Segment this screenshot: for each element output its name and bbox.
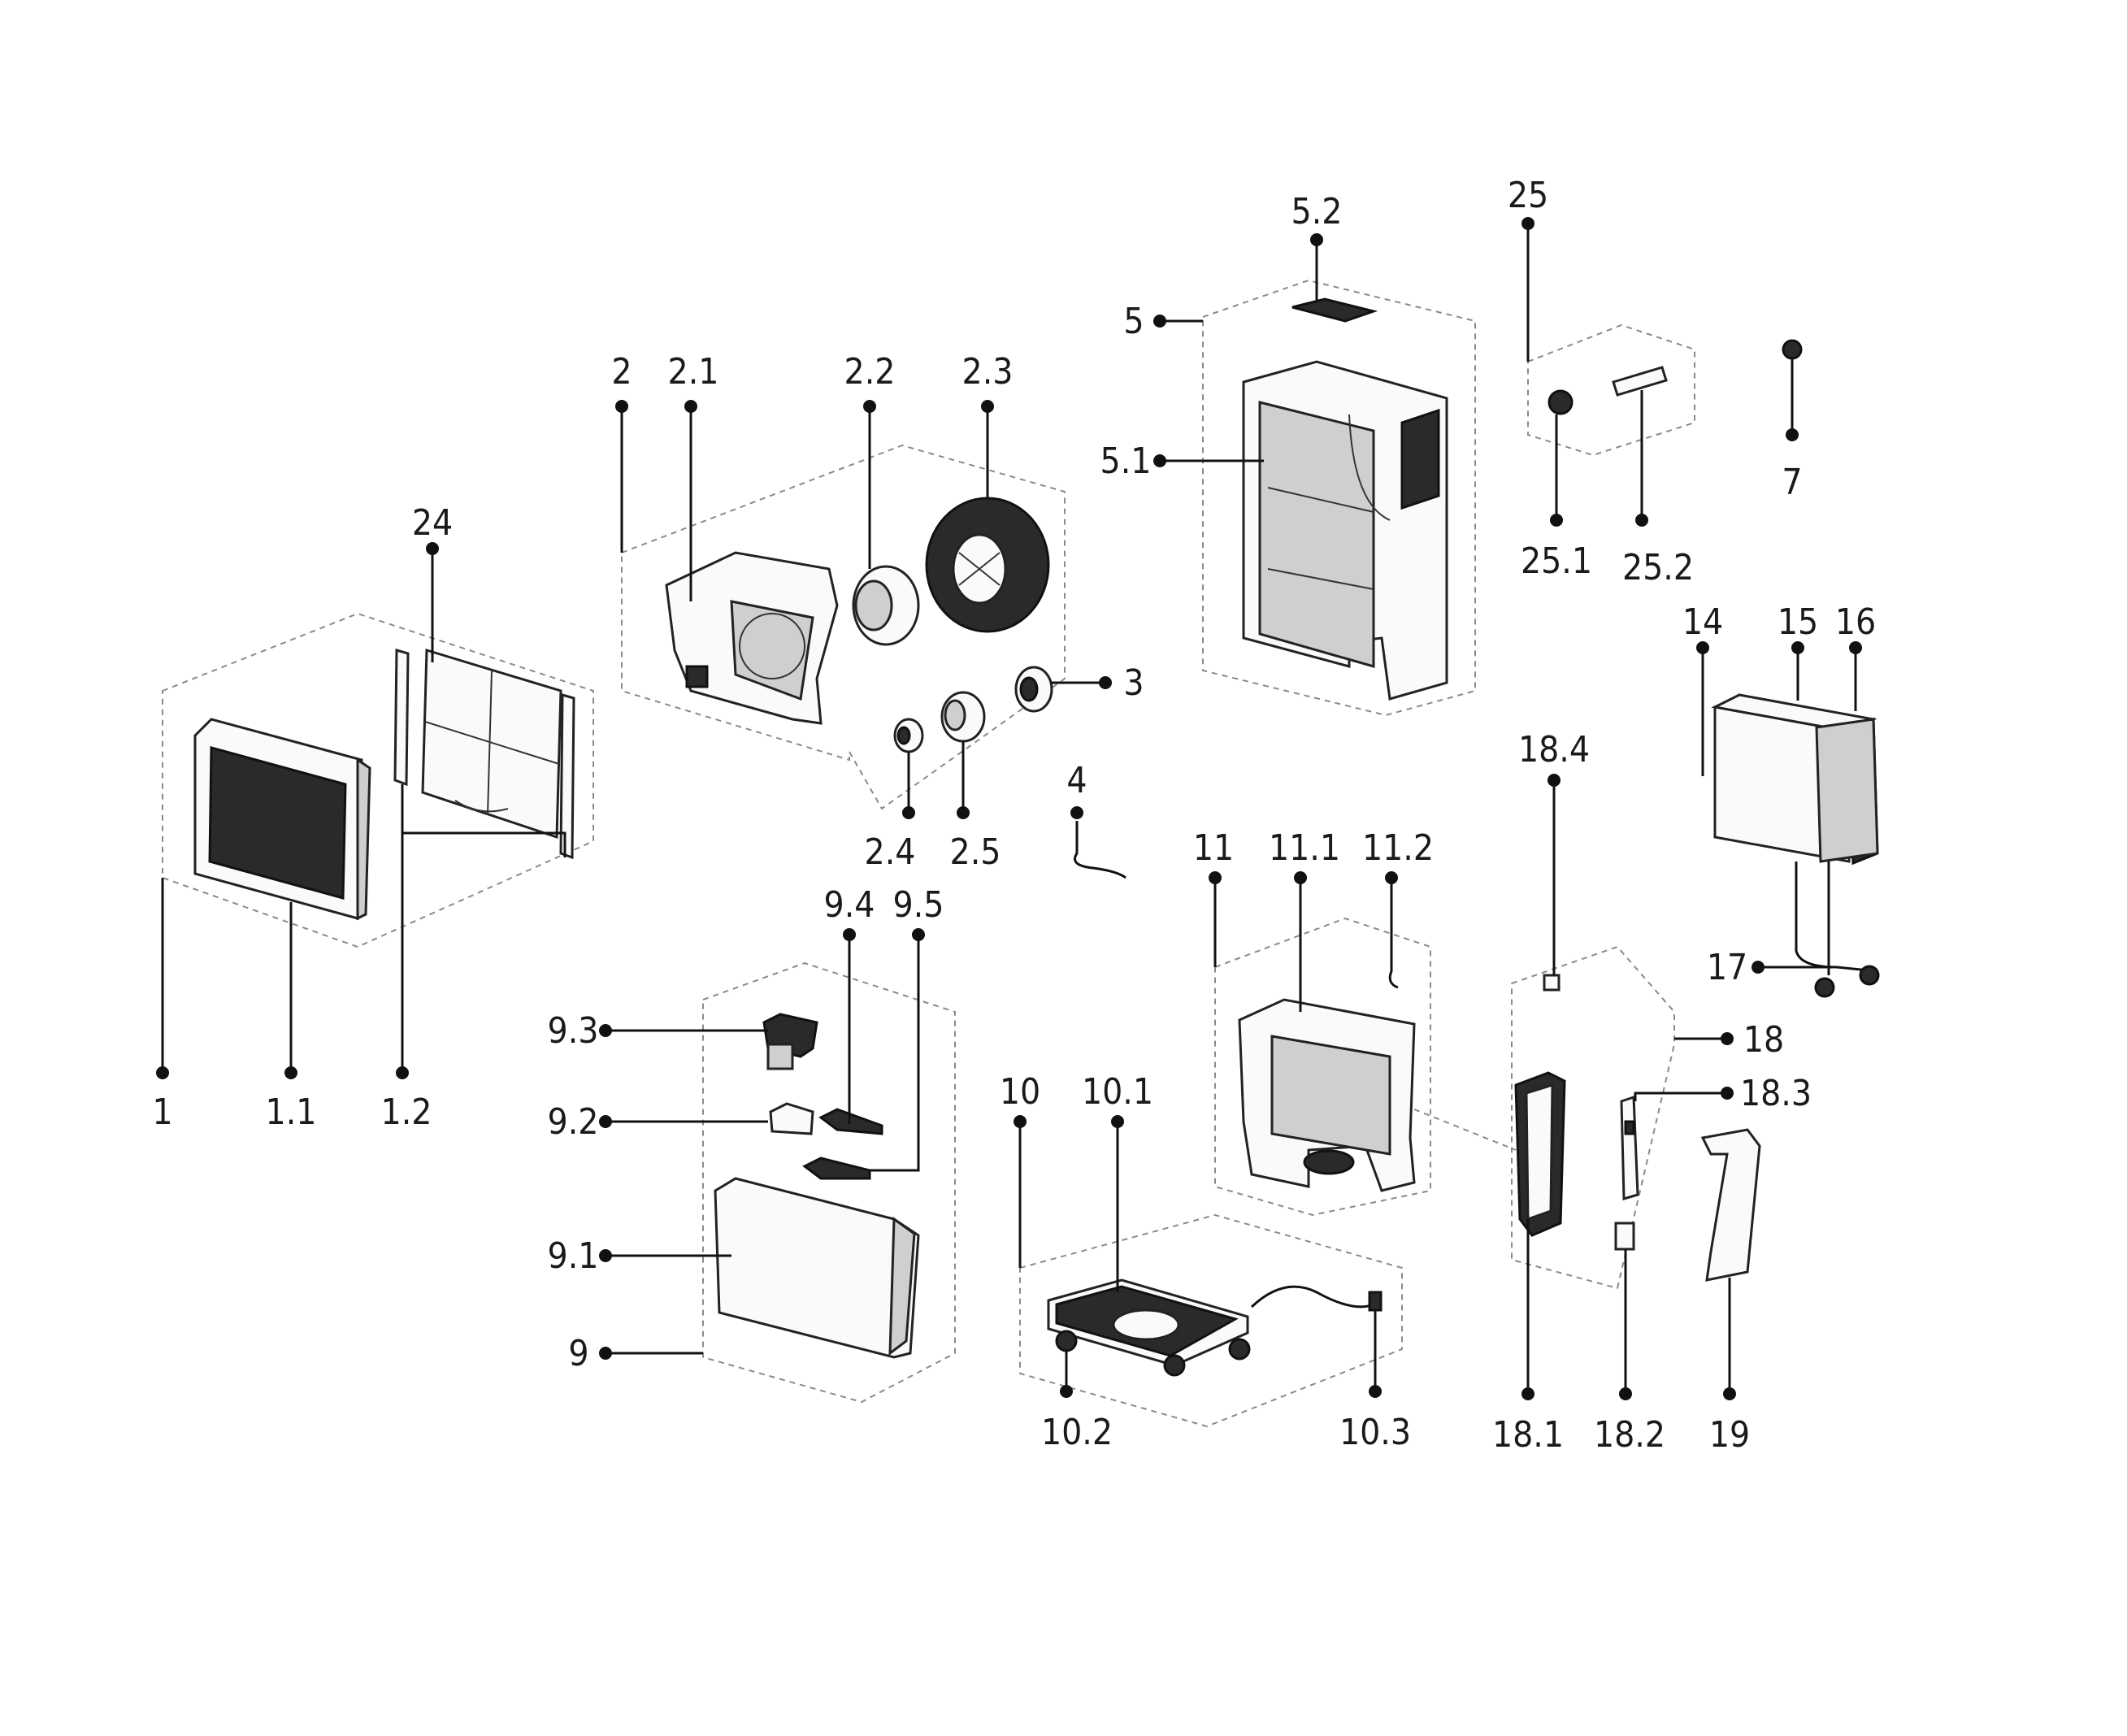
group-18-control: 18.4 18 18.3 18.1 18.2 19 xyxy=(1492,729,1812,1456)
part-9-1-bucket[interactable] xyxy=(714,1177,920,1359)
part-5-2-top-cover[interactable] xyxy=(1291,297,1378,323)
label-11: 11 xyxy=(1193,827,1234,869)
part-5-1-cabinet-shell[interactable] xyxy=(1242,360,1448,701)
label-1-1: 1.1 xyxy=(266,1092,317,1133)
part-10-1-base-tray[interactable] xyxy=(1047,1278,1251,1377)
label-3: 3 xyxy=(1123,662,1144,704)
part-9-4-float-switch[interactable] xyxy=(818,1108,883,1135)
label-5: 5 xyxy=(1123,301,1144,342)
label-10: 10 xyxy=(1000,1071,1040,1113)
part-2-1-fan-housing[interactable] xyxy=(665,551,839,725)
label-7: 7 xyxy=(1782,462,1802,503)
part-18-4-sensor[interactable] xyxy=(1543,974,1561,992)
label-2-1: 2.1 xyxy=(668,351,719,393)
group-5-cabinet: 5.2 5 5.1 xyxy=(1100,191,1476,717)
label-2-4: 2.4 xyxy=(865,831,916,873)
label-14: 14 xyxy=(1682,601,1723,643)
part-3-fan-ring[interactable] xyxy=(1014,666,1053,713)
label-10-1: 10.1 xyxy=(1082,1071,1153,1113)
part-4-wire[interactable] xyxy=(1074,821,1126,879)
group-2-fan-assembly: 2 2.1 2.2 2.3 2.4 2.5 3 4 xyxy=(611,351,1144,879)
part-16-condenser-coils[interactable] xyxy=(1815,718,1879,863)
part-9-5-lever[interactable] xyxy=(802,1157,871,1180)
label-15: 15 xyxy=(1778,601,1818,643)
part-7-plug[interactable] xyxy=(1782,339,1803,360)
label-2: 2 xyxy=(611,351,632,393)
part-18-1-bracket[interactable] xyxy=(1514,1071,1566,1237)
part-18-2-switch[interactable] xyxy=(1614,1222,1635,1251)
label-16: 16 xyxy=(1835,601,1876,643)
part-18-3-pcb[interactable] xyxy=(1620,1095,1639,1200)
label-2-3: 2.3 xyxy=(962,351,1014,393)
label-11-1: 11.1 xyxy=(1269,827,1340,869)
label-9-3: 9.3 xyxy=(548,1010,599,1052)
part-2-2-fan-motor[interactable] xyxy=(852,565,920,646)
label-10-2: 10.2 xyxy=(1041,1412,1113,1453)
label-5-2: 5.2 xyxy=(1291,191,1343,232)
label-25-2: 25.2 xyxy=(1622,547,1694,588)
label-24: 24 xyxy=(412,502,453,544)
label-9: 9 xyxy=(568,1333,588,1374)
part-2-4-motor-cap[interactable] xyxy=(893,718,924,753)
label-11-2: 11.2 xyxy=(1362,827,1434,869)
part-24-air-filter[interactable] xyxy=(421,648,562,840)
part-17-pipework[interactable] xyxy=(1795,861,1880,998)
label-18-4: 18.4 xyxy=(1518,729,1590,770)
part-11-1-tank-frame[interactable] xyxy=(1238,998,1416,1192)
part-25-1-knob[interactable] xyxy=(1548,389,1574,415)
label-2-2: 2.2 xyxy=(844,351,896,393)
group-10-base: 10 10.1 10.2 10.3 xyxy=(1000,1071,1411,1453)
label-18-2: 18.2 xyxy=(1594,1414,1665,1456)
part-9-3-bracket[interactable] xyxy=(762,1013,818,1070)
label-25-1: 25.1 xyxy=(1521,540,1592,582)
label-18-3: 18.3 xyxy=(1740,1073,1812,1114)
label-18-1: 18.1 xyxy=(1492,1414,1564,1456)
label-9-1: 9.1 xyxy=(548,1235,599,1277)
part-2-5-capacitor[interactable] xyxy=(940,691,986,743)
label-18: 18 xyxy=(1743,1019,1784,1061)
part-11-2-float[interactable] xyxy=(1388,927,1399,989)
part-10-2-caster[interactable] xyxy=(1055,1330,1078,1352)
label-9-2: 9.2 xyxy=(548,1101,599,1143)
label-4: 4 xyxy=(1066,760,1087,801)
group-25-accessories: 25 25.1 25.2 7 xyxy=(1508,175,1803,588)
label-25: 25 xyxy=(1508,175,1548,216)
label-1-2: 1.2 xyxy=(381,1092,432,1133)
label-9-5: 9.5 xyxy=(893,884,944,926)
group-11-tank-housing: 11 11.1 11.2 xyxy=(1193,827,1517,1217)
group-9-water-bucket: 9.3 9.2 9.1 9 9.4 9.5 xyxy=(548,884,956,1404)
part-25-2-tube[interactable] xyxy=(1612,366,1668,397)
label-10-3: 10.3 xyxy=(1339,1412,1411,1453)
part-1-2-side-rails[interactable] xyxy=(393,649,575,860)
part-9-2-pump[interactable] xyxy=(769,1102,814,1135)
label-2-5: 2.5 xyxy=(950,831,1001,873)
label-17: 17 xyxy=(1707,947,1747,988)
label-19: 19 xyxy=(1709,1414,1750,1456)
part-19-side-panel[interactable] xyxy=(1700,1128,1761,1282)
part-2-3-blower-wheel[interactable] xyxy=(925,497,1050,633)
part-10-3-power-cord[interactable] xyxy=(1250,1285,1383,1312)
label-5-1: 5.1 xyxy=(1100,441,1152,482)
group-heat-exchanger: 14 15 16 17 xyxy=(1682,601,1880,998)
group-1-front-panel: 1 1.1 1.2 24 xyxy=(152,502,594,1133)
label-1: 1 xyxy=(152,1092,172,1133)
part-1-1-front-grille[interactable] xyxy=(193,718,371,921)
label-9-4: 9.4 xyxy=(824,884,875,926)
